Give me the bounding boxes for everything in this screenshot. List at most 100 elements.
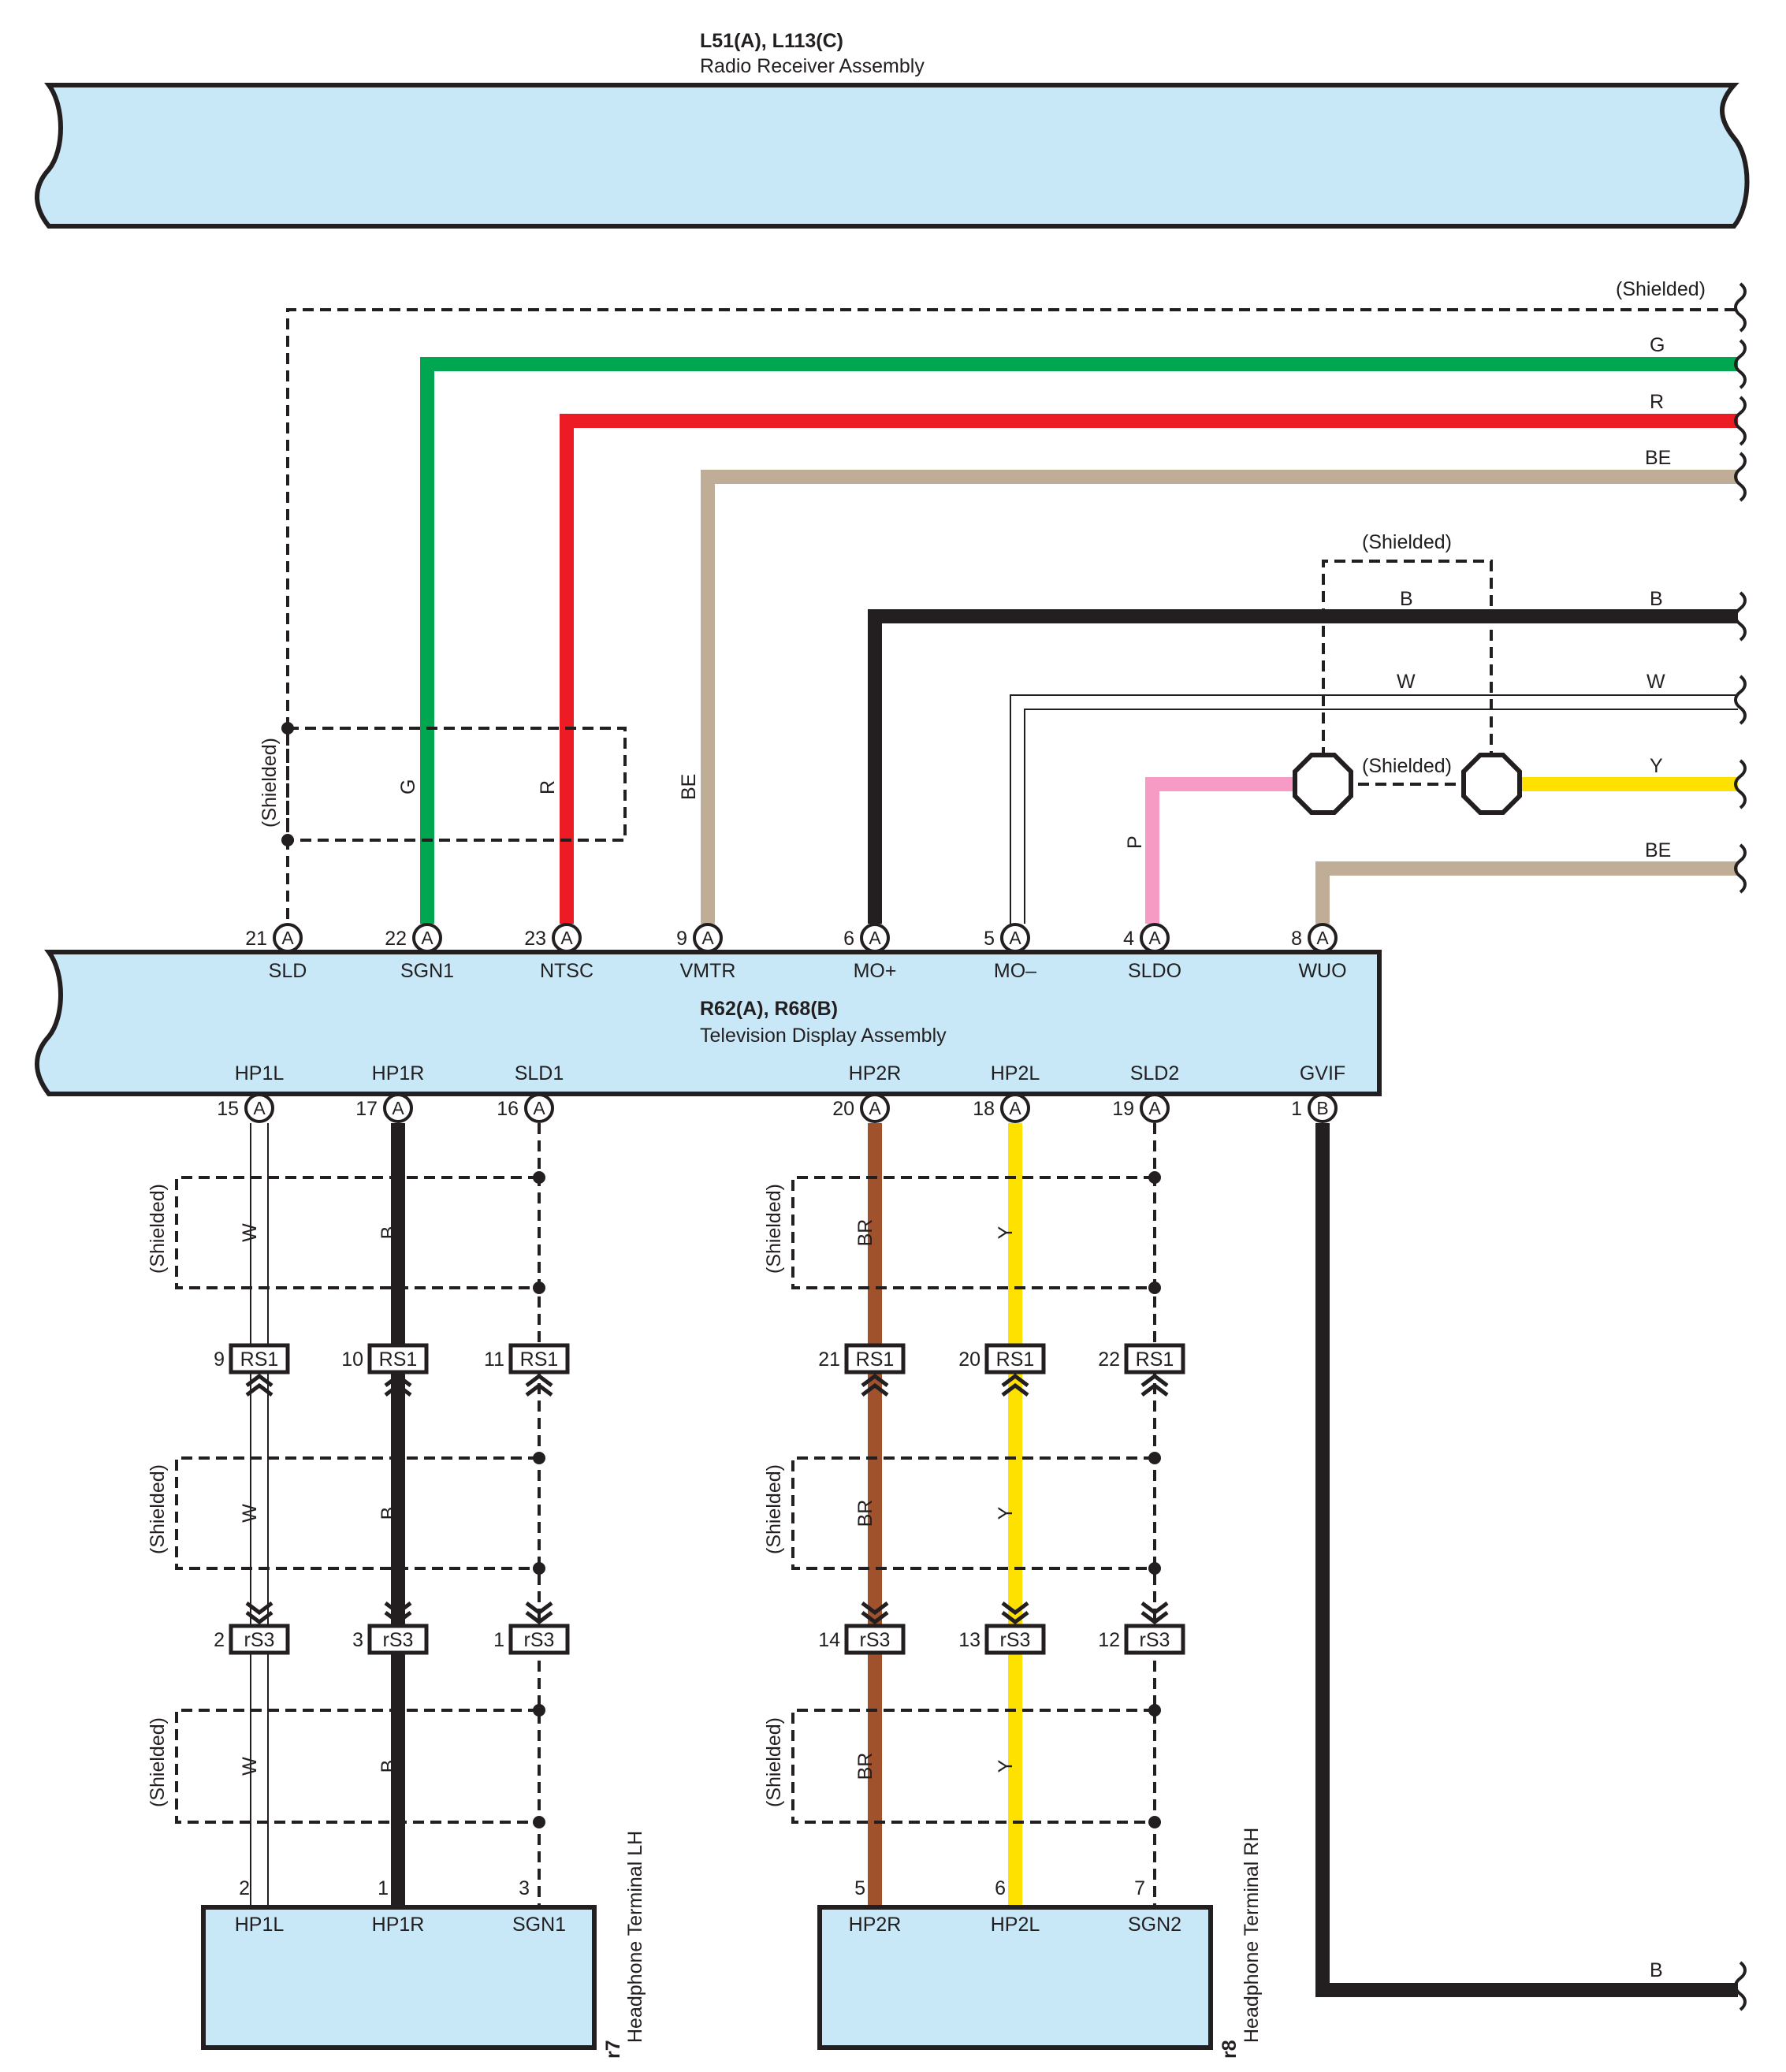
connector-pin-number: 21 xyxy=(818,1348,840,1371)
connector-letter: A xyxy=(533,1098,545,1118)
tv-name: Television Display Assembly xyxy=(700,1025,947,1047)
wire-color-label: B xyxy=(378,1760,400,1773)
shield-junction-dot xyxy=(1148,1452,1161,1464)
connector-pin-number: 3 xyxy=(352,1629,363,1651)
chevron-icon xyxy=(861,1382,889,1397)
hp-lh-pin-number: 3 xyxy=(519,1877,530,1899)
connector-code: RS1 xyxy=(379,1348,418,1371)
shield-box xyxy=(791,1709,1155,1824)
wire-color-label: W xyxy=(239,1223,261,1242)
hp-lh-pin-number: 1 xyxy=(378,1877,389,1899)
shield-junction-dot xyxy=(1148,1562,1161,1575)
chevron-icon xyxy=(1140,1373,1169,1387)
vert-label-be: BE xyxy=(678,774,700,800)
connector-code: RS1 xyxy=(996,1348,1035,1371)
hp-lh-pin-name: HP1R xyxy=(372,1914,425,1936)
radio-receiver-box xyxy=(35,83,1750,229)
tv-bottom-pin-name: SLD2 xyxy=(1130,1062,1180,1084)
tv-top-pin-name: SLD xyxy=(269,960,307,982)
hp-rh-name: Headphone Terminal RH xyxy=(1241,1828,1263,2043)
hp-lh-id: r7 xyxy=(602,2040,624,2059)
wire-color-label: Y xyxy=(995,1226,1017,1239)
tv-top-pin-badge: A xyxy=(273,923,303,953)
right-label-w: W xyxy=(1646,671,1665,693)
radio-id: L51(A), L113(C) xyxy=(700,30,843,52)
tv-top-pin-number: 21 xyxy=(245,928,267,950)
connector-letter: A xyxy=(281,928,294,948)
chevron-icon xyxy=(525,1601,553,1616)
tv-top-pin-name: MO– xyxy=(994,960,1036,982)
wire-color-label: W xyxy=(239,1504,261,1523)
connector-letter: A xyxy=(869,1098,881,1118)
tv-id: R62(A), R68(B) xyxy=(700,998,838,1020)
upper-wires xyxy=(281,308,1738,936)
wire-color-label: Y xyxy=(995,1506,1017,1520)
chevron-icon xyxy=(1001,1611,1029,1625)
right-label-b: B xyxy=(1650,588,1663,610)
connector-letter: B xyxy=(1316,1098,1328,1118)
chevron-icon xyxy=(1001,1382,1029,1397)
connector-pin-number: 11 xyxy=(484,1348,504,1371)
tv-bottom-pin-badge: A xyxy=(524,1093,554,1123)
chevron-icon xyxy=(384,1611,412,1625)
shield-label: (Shielded) xyxy=(763,1717,785,1807)
tv-bottom-pin-badge: B xyxy=(1308,1093,1338,1123)
tv-bottom-pin-name: HP2L xyxy=(991,1062,1040,1084)
tv-bottom-pin-number: 19 xyxy=(1112,1098,1134,1120)
tv-top-pin-badge: A xyxy=(552,923,582,953)
connector-letter: A xyxy=(1009,928,1021,948)
connector-pin-number: 9 xyxy=(214,1348,225,1371)
connector-pin-number: 10 xyxy=(341,1348,363,1371)
hp-rh-pin-name: SGN2 xyxy=(1128,1914,1181,1936)
tv-top-pin-number: 22 xyxy=(385,928,407,950)
wire-color-label: Y xyxy=(995,1759,1017,1773)
connector-pin-number: 13 xyxy=(958,1629,980,1651)
shield-box xyxy=(175,1456,539,1570)
connector-pin-number: 2 xyxy=(214,1629,225,1651)
chevron-icon xyxy=(384,1601,412,1616)
hp-lh-pin-name: SGN1 xyxy=(512,1914,566,1936)
shield-box xyxy=(175,1176,539,1289)
hp-lh-name: Headphone Terminal LH xyxy=(624,1831,646,2043)
break-marks xyxy=(1734,282,1747,2011)
shield-label-mid: (Shielded) xyxy=(1362,755,1452,777)
hp-rh-id: r8 xyxy=(1219,2040,1241,2059)
tv-top-pin-badge: A xyxy=(1308,923,1338,953)
chevron-icon xyxy=(384,1382,412,1397)
hp-rh-pin-name: HP2L xyxy=(991,1914,1040,1936)
shield-label-top: (Shielded) xyxy=(1616,278,1706,300)
tv-bottom-pins: HP1LA15HP1RA17SLD1A16HP2RA20HP2LA18SLD2A… xyxy=(217,1062,1345,1123)
connector-letter: A xyxy=(1148,1098,1161,1118)
connector-code: rS3 xyxy=(1140,1629,1170,1651)
chevron-icon xyxy=(525,1611,553,1625)
shield-box xyxy=(175,1709,539,1824)
tv-top-pin-name: VMTR xyxy=(680,960,736,982)
tv-bottom-pin-number: 18 xyxy=(973,1098,995,1120)
tv-bottom-pin-badge: A xyxy=(1000,1093,1030,1123)
connector-code: rS3 xyxy=(1000,1629,1031,1651)
mid-label-b: B xyxy=(1400,588,1413,610)
mid-label-w: W xyxy=(1397,671,1416,693)
wire-color-label: B xyxy=(378,1507,400,1520)
connector-code: RS1 xyxy=(520,1348,559,1371)
wire-color-label: W xyxy=(239,1757,261,1776)
connector-code: rS3 xyxy=(524,1629,555,1651)
shield-label: (Shielded) xyxy=(763,1184,785,1274)
connector-letter: A xyxy=(1009,1098,1021,1118)
vert-label-g: G xyxy=(397,779,419,794)
chevron-icon xyxy=(245,1373,273,1387)
tv-top-pin-name: WUO xyxy=(1298,960,1346,982)
connector-pin-number: 14 xyxy=(818,1629,840,1651)
connector-letter: A xyxy=(421,928,433,948)
tv-top-pin-number: 6 xyxy=(843,928,854,950)
tv-top-pin-badge: A xyxy=(860,923,890,953)
tv-top-pins: A21SLDA22SGN1A23NTSCA9VMTRA6MO+A5MO–A4SL… xyxy=(245,923,1347,982)
connector-rs1: RS1 11 xyxy=(484,1343,570,1397)
